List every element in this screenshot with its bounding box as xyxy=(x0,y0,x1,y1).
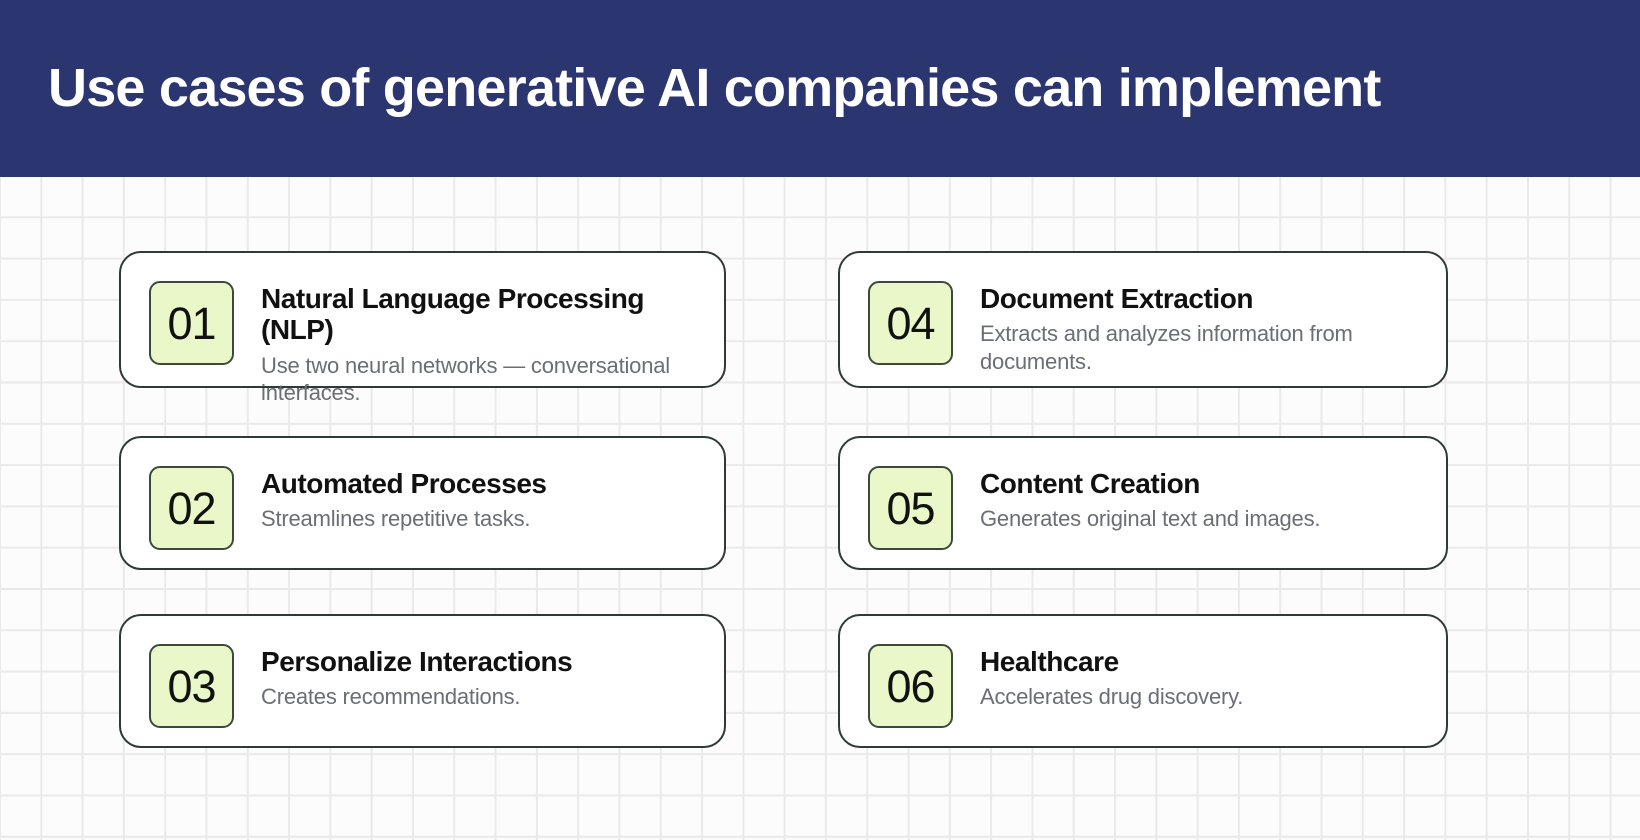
card-number-badge-04: 04 xyxy=(868,281,953,365)
page-title: Use cases of generative AI companies can… xyxy=(48,58,1381,119)
card-description: Creates recommendations. xyxy=(261,684,521,710)
card-title: Personalize Interactions xyxy=(261,646,573,677)
card-text-block: Document Extraction Extracts and analyze… xyxy=(980,281,1420,375)
card-number-label: 05 xyxy=(886,482,935,534)
header-banner: Use cases of generative AI companies can… xyxy=(0,0,1640,177)
card-description: Streamlines repetitive tasks. xyxy=(261,506,531,532)
use-case-card-01[interactable]: 01 Natural Language Processing (NLP) Use… xyxy=(119,251,726,405)
card-description: Accelerates drug discovery. xyxy=(980,684,1244,710)
card-number-label: 04 xyxy=(886,297,935,349)
card-description: Generates original text and images. xyxy=(980,506,1321,532)
card-number-badge-01: 01 xyxy=(149,281,234,365)
card-title: Document Extraction xyxy=(980,283,1254,314)
use-case-card-06[interactable]: 06 Healthcare Accelerates drug discovery… xyxy=(838,614,1448,748)
card-text-block: Natural Language Processing (NLP) Use tw… xyxy=(261,281,698,406)
card-title: Healthcare xyxy=(980,646,1119,677)
card-number-badge-05: 05 xyxy=(868,466,953,550)
card-text-block: Healthcare Accelerates drug discovery. xyxy=(980,644,1420,711)
card-number-badge-03: 03 xyxy=(149,644,234,728)
card-number-label: 03 xyxy=(167,660,216,712)
card-description: Extracts and analyzes information from d… xyxy=(980,321,1353,374)
use-case-card-04[interactable]: 04 Document Extraction Extracts and anal… xyxy=(838,251,1448,388)
card-title: Natural Language Processing (NLP) xyxy=(261,283,645,346)
use-case-card-02[interactable]: 02 Automated Processes Streamlines repet… xyxy=(119,436,726,570)
card-description: Use two neural networks — conversational… xyxy=(261,352,670,405)
card-number-badge-02: 02 xyxy=(149,466,234,550)
card-title: Automated Processes xyxy=(261,468,547,499)
card-number-label: 02 xyxy=(167,482,216,534)
card-number-label: 01 xyxy=(167,297,216,349)
use-case-card-05[interactable]: 05 Content Creation Generates original t… xyxy=(838,436,1448,570)
use-case-card-03[interactable]: 03 Personalize Interactions Creates reco… xyxy=(119,614,726,748)
card-number-badge-06: 06 xyxy=(868,644,953,728)
cards-grid: 01 Natural Language Processing (NLP) Use… xyxy=(0,177,1640,840)
card-text-block: Personalize Interactions Creates recomme… xyxy=(261,644,698,711)
card-text-block: Automated Processes Streamlines repetiti… xyxy=(261,466,698,533)
card-text-block: Content Creation Generates original text… xyxy=(980,466,1420,533)
card-title: Content Creation xyxy=(980,468,1200,499)
card-number-label: 06 xyxy=(886,660,935,712)
